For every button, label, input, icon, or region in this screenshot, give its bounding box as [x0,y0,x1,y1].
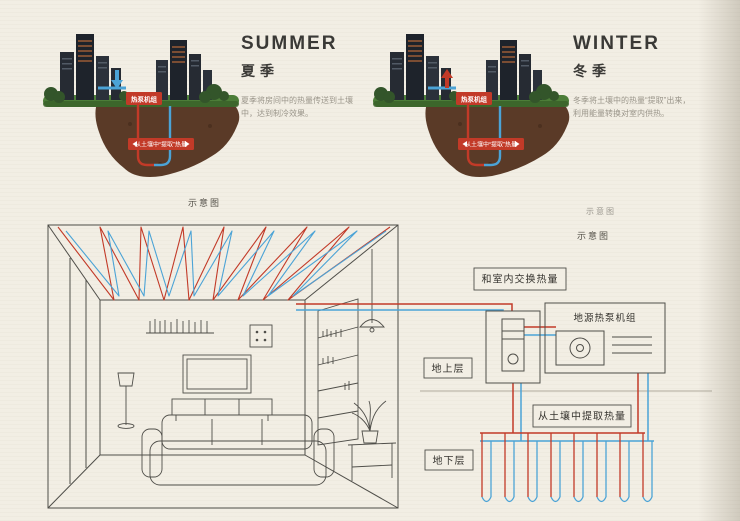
ceiling-pipe-coil [57,226,391,301]
below-ground-label-box [424,449,474,471]
heat-pump-unit: 热泵机组 [428,69,492,105]
paper-edge-strip [698,0,740,521]
ground-source-heat-pump-box [544,302,666,374]
room-outline [47,224,399,509]
ceiling-coil-cold [65,230,387,297]
ceiling-coil-hot [57,226,391,301]
exchange-label: 和室内交换热量 [482,273,559,286]
wall-art-frame [249,324,273,348]
indoor-exchange-unit [485,310,541,384]
winter-illustration: 热泵机组 从土壤中“提取”热量 [373,34,570,177]
heat-flow-down-arrow [111,80,123,89]
svg-text:从土壤中“提取”热量: 从土壤中“提取”热量 [135,140,187,148]
winter-desc-line2: 利用能量转换对室内供热。 [573,109,669,119]
soil-heat-label: 从土壤中“提取”热量 [458,138,524,150]
schematic-caption-winter: 示意图 [586,207,616,216]
svg-text:从土壤中“提取”热量: 从土壤中“提取”热量 [465,140,517,148]
summer-description: 夏季将房间中的热量传送到土壤 中，达到制冷效果。 [241,94,376,120]
summer-title: SUMMER [241,33,338,54]
winter-title: WINTER [573,33,660,54]
soil-heat-label: 从土壤中“提取”热量 [128,138,194,150]
schematic-caption-summer: 示意图 [188,198,222,208]
heat-flow-up-arrow [441,69,453,78]
furniture [117,249,397,486]
heat-pump-unit-label: 热泵机组 [461,95,488,104]
winter-subtitle: 冬季 [573,63,611,79]
ground-loop-pipes [466,105,502,167]
ground-loops [481,433,653,503]
summer-illustration: 热泵机组 从土壤中“提取”热量 [43,34,240,177]
floor-lamp [117,372,135,429]
extract-label: 从土壤中提取热量 [538,410,626,423]
winter-description: 冬季将土壤中的热量“提取”出来， 利用能量转换对室内供热。 [573,94,708,120]
tv-stand [171,398,273,416]
ground-loop-pipes [136,105,172,167]
winter-desc-line1: 冬季将土壤中的热量“提取”出来， [573,96,691,105]
bookshelf [317,298,359,446]
summer-subtitle: 夏季 [241,63,279,79]
side-table-and-plant [347,400,397,481]
arrow-left-icon [132,141,137,147]
exchange-label-box [473,267,567,291]
books [149,319,208,333]
city-buildings [60,34,212,100]
room-and-flow-diagram: 地源热泵机组 和室内交换热量 地上层 从土壤中提取热量 地下层 [47,224,712,509]
tv-screen [182,354,252,394]
above-ground-label-box [423,357,473,379]
heat-pump-unit-label: 热泵机组 [131,95,158,104]
arrow-left-icon [462,141,467,147]
below-ground-label: 地下层 [433,454,466,467]
pendant-lamp [359,249,385,333]
sofa [141,414,335,486]
winter-heading: WINTER 冬季 冬季将土壤中的热量“提取”出来， 利用能量转换对室内供热。 [573,33,708,120]
heat-pump-unit: 热泵机组 [98,70,162,105]
summer-desc-line1: 夏季将房间中的热量传送到土壤 [241,96,353,105]
extract-label-box [532,404,632,428]
heat-pump-box-label: 地源热泵机组 [573,312,636,324]
schematic-caption-diagram: 示意图 [577,231,611,241]
summer-desc-line2: 中，达到制冷效果。 [241,109,313,119]
city-buildings [390,34,542,100]
arrow-right-icon [515,141,520,147]
arrow-right-icon [185,141,190,147]
summer-heading: SUMMER 夏季 夏季将房间中的热量传送到土壤 中，达到制冷效果。 [241,33,376,120]
flow-label-boxes [423,267,632,471]
above-ground-label: 地上层 [432,362,465,375]
